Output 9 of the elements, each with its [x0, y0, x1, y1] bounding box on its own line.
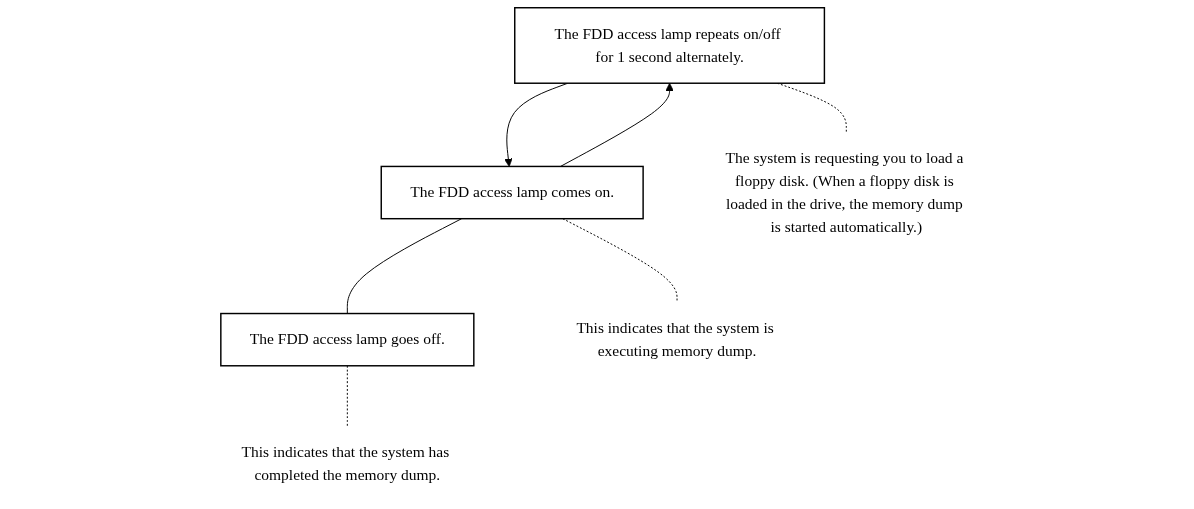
node-text: This indicates that the system is executing memory dump. — [576, 319, 774, 360]
node-text: This indicates that the system has completed the memory dump. — [241, 443, 450, 483]
connector — [347, 365, 348, 427]
node-box: The FDD access lamp repeats on/off for 1 second alternately. — [514, 7, 826, 84]
connector — [562, 218, 678, 303]
connector — [347, 218, 463, 314]
node-text: The system is requesting you to load a floppy disk. (When a floppy disk is loaded in the drive, the memory dump is started automatically.) — [725, 149, 964, 236]
node-box: The FDD access lamp goes off. — [220, 312, 475, 367]
node-box: The FDD access lamp comes on. — [380, 165, 644, 220]
